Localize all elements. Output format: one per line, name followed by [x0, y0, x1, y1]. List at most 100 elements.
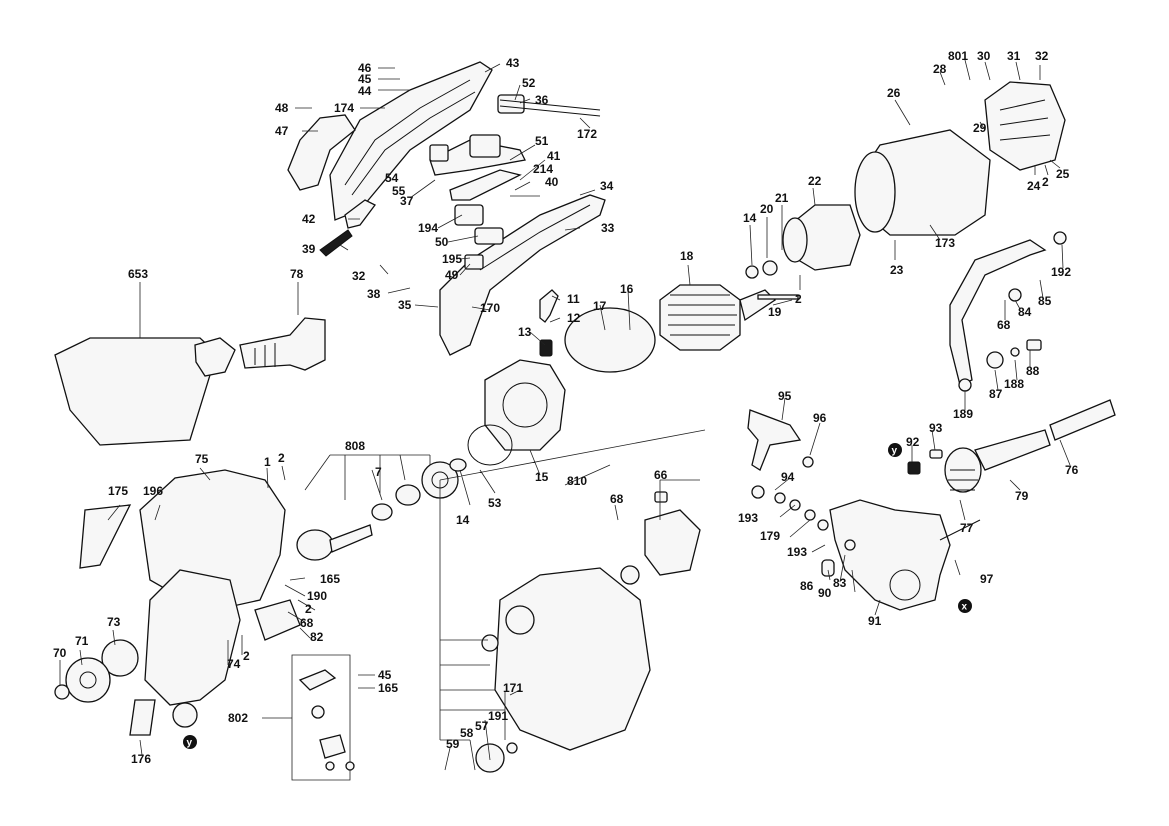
callout-176: 176 — [131, 752, 151, 766]
callout-21: 21 — [775, 191, 789, 205]
callout-31: 31 — [1007, 49, 1021, 63]
ref-marker-x: x — [958, 599, 972, 613]
callout-175: 175 — [108, 484, 128, 498]
callout-2-spindle: 2 — [278, 451, 285, 465]
callout-174: 174 — [334, 101, 354, 115]
callout-30: 30 — [977, 49, 991, 63]
callout-labels: 46 45 44 43 48 174 52 36 47 172 54 55 51… — [53, 49, 1079, 766]
callout-25: 25 — [1056, 167, 1070, 181]
callout-214: 214 — [533, 162, 553, 176]
callout-49: 49 — [445, 268, 459, 282]
callout-95: 95 — [778, 389, 792, 403]
callout-172: 172 — [577, 127, 597, 141]
callout-78: 78 — [290, 267, 304, 281]
callout-28: 28 — [933, 62, 947, 76]
callout-29: 29 — [973, 121, 987, 135]
dust-bag-assembly — [54, 317, 326, 446]
callout-190: 190 — [307, 589, 327, 603]
handle-assembly — [287, 61, 606, 356]
callout-71: 71 — [75, 634, 89, 648]
callout-58: 58 — [460, 726, 474, 740]
callout-84: 84 — [1018, 305, 1032, 319]
lower-guard — [475, 491, 701, 773]
parts-box-802 — [298, 669, 355, 771]
callout-15: 15 — [535, 470, 549, 484]
callout-165: 165 — [320, 572, 340, 586]
callout-12: 12 — [567, 311, 581, 325]
callout-32-left: 32 — [352, 269, 366, 283]
callout-51: 51 — [535, 134, 549, 148]
callout-82: 82 — [310, 630, 324, 644]
callout-191: 191 — [488, 709, 508, 723]
callout-188: 188 — [1004, 377, 1024, 391]
callout-189: 189 — [953, 407, 973, 421]
svg-text:y: y — [892, 446, 898, 457]
callout-7: 7 — [375, 465, 382, 479]
callout-45: 45 — [358, 72, 372, 86]
callout-170: 170 — [480, 301, 500, 315]
motor-assembly — [467, 81, 1066, 466]
callout-2-guard: 2 — [305, 602, 312, 616]
callout-57: 57 — [475, 719, 489, 733]
callout-83: 83 — [833, 576, 847, 590]
callout-192: 192 — [1051, 265, 1071, 279]
callout-55: 55 — [392, 184, 406, 198]
callout-810: 810 — [567, 474, 587, 488]
callout-50: 50 — [435, 235, 449, 249]
callout-171: 171 — [503, 681, 523, 695]
callout-53: 53 — [488, 496, 502, 510]
callout-32-right: 32 — [1035, 49, 1049, 63]
callout-653: 653 — [128, 267, 148, 281]
callout-808: 808 — [345, 439, 365, 453]
callout-13: 13 — [518, 325, 532, 339]
bevel-bracket-assembly — [747, 231, 1116, 611]
callout-38: 38 — [367, 287, 381, 301]
callout-19: 19 — [768, 305, 782, 319]
callout-68-left: 68 — [300, 616, 314, 630]
svg-text:y: y — [187, 738, 193, 749]
callout-52: 52 — [522, 76, 536, 90]
callout-193-bottom: 193 — [787, 545, 807, 559]
callout-79: 79 — [1015, 489, 1029, 503]
callout-16: 16 — [620, 282, 634, 296]
leader-lines — [59, 59, 1071, 781]
callout-17: 17 — [593, 299, 607, 313]
callout-43: 43 — [506, 56, 520, 70]
callout-33: 33 — [601, 221, 615, 235]
callout-45-box: 45 — [378, 668, 392, 682]
callout-23: 23 — [890, 263, 904, 277]
callout-88: 88 — [1026, 364, 1040, 378]
callout-92: 92 — [906, 435, 920, 449]
callout-77: 77 — [960, 521, 974, 535]
callout-87: 87 — [989, 387, 1003, 401]
callout-11: 11 — [567, 292, 580, 306]
callout-196: 196 — [143, 484, 163, 498]
callout-40: 40 — [545, 175, 559, 189]
callout-36: 36 — [535, 93, 549, 107]
callout-68-guard: 68 — [610, 492, 624, 506]
callout-94: 94 — [781, 470, 795, 484]
ref-marker-y-right: y — [888, 443, 902, 457]
ref-marker-y-left: y — [183, 735, 197, 749]
callout-20: 20 — [760, 202, 774, 216]
callout-165-box: 165 — [378, 681, 398, 695]
callout-39: 39 — [302, 242, 316, 256]
callout-2-right: 2 — [1042, 175, 1049, 189]
callout-193-top: 193 — [738, 511, 758, 525]
callout-68-right: 68 — [997, 318, 1011, 332]
callout-2-lower: 2 — [243, 649, 250, 663]
callout-86: 86 — [800, 579, 814, 593]
callout-48: 48 — [275, 101, 289, 115]
callout-41: 41 — [547, 149, 561, 163]
callout-96: 96 — [813, 411, 827, 425]
callout-801: 801 — [948, 49, 968, 63]
callout-97: 97 — [980, 572, 994, 586]
callout-93: 93 — [929, 421, 943, 435]
callout-179: 179 — [760, 529, 780, 543]
callout-66: 66 — [654, 468, 668, 482]
callout-802: 802 — [228, 711, 248, 725]
callout-74: 74 — [227, 657, 241, 671]
callout-1: 1 — [264, 455, 271, 469]
callout-42: 42 — [302, 212, 316, 226]
